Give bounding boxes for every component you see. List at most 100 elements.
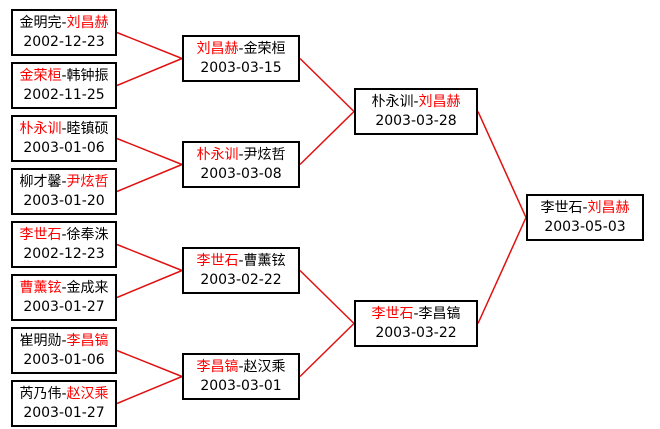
match-players: 朴永训-尹炫哲: [184, 146, 298, 165]
match-date: 2003-03-28: [375, 113, 457, 129]
match-players: 芮乃伟-赵汉乘: [13, 385, 115, 404]
connector-r3m1-final: [477, 111, 527, 218]
match-players: 李世石-曹薰铉: [184, 252, 298, 271]
match-players: 崔明勋-李昌镐: [13, 332, 115, 351]
vs-dash: -: [238, 253, 244, 269]
player-1-name: 李昌镐: [196, 359, 239, 375]
match-players: 金荣桓-韩钟振: [13, 67, 115, 86]
player-1-name: 曹薰铉: [19, 280, 62, 296]
player-1-name: 金荣桓: [19, 68, 62, 84]
player-2-name: 刘昌赫: [587, 200, 630, 216]
connector-r1m2-r2m1: [116, 57, 183, 87]
connector-r2m1-r3m1: [299, 57, 355, 113]
match-players: 曹薰铉-金成来: [13, 279, 115, 298]
connector-r1m1-r2m1: [116, 31, 183, 60]
match-players: 朴永训-刘昌赫: [356, 93, 476, 112]
match-date: 2003-01-20: [23, 193, 105, 209]
connector-r2m2-r3m1: [299, 110, 355, 166]
vs-dash: -: [61, 174, 67, 190]
connector-r1m5-r2m3: [116, 243, 183, 272]
match-date: 2002-12-23: [23, 246, 105, 262]
player-2-name: 尹炫哲: [243, 147, 286, 163]
connector-r3m2-final: [477, 217, 527, 324]
vs-dash: -: [413, 306, 419, 322]
vs-dash: -: [582, 200, 588, 216]
connector-r1m3-r2m2: [116, 137, 183, 166]
match-date: 2003-01-06: [23, 140, 105, 156]
vs-dash: -: [61, 68, 67, 84]
player-2-name: 韩钟振: [66, 68, 109, 84]
connector-r2m4-r3m2: [299, 322, 355, 378]
connector-r1m8-r2m4: [116, 375, 183, 405]
player-1-name: 崔明勋: [19, 333, 62, 349]
player-1-name: 金明完: [19, 15, 62, 31]
match-players: 李世石-李昌镐: [356, 305, 476, 324]
vs-dash: -: [238, 147, 244, 163]
player-1-name: 李世石: [540, 200, 583, 216]
player-1-name: 李世石: [196, 253, 239, 269]
vs-dash: -: [61, 333, 67, 349]
vs-dash: -: [61, 386, 67, 402]
player-2-name: 刘昌赫: [418, 94, 461, 110]
match-date: 2003-01-06: [23, 352, 105, 368]
match-date: 2003-02-22: [200, 272, 282, 288]
match-players: 金明完-刘昌赫: [13, 14, 115, 33]
player-2-name: 睦镇硕: [66, 121, 109, 137]
player-1-name: 芮乃伟: [19, 386, 62, 402]
player-2-name: 金成来: [66, 280, 109, 296]
vs-dash: -: [61, 15, 67, 31]
match-players: 李昌镐-赵汉乘: [184, 358, 298, 377]
player-1-name: 朴永训: [371, 94, 414, 110]
match-date: 2003-01-27: [23, 299, 105, 315]
player-1-name: 刘昌赫: [196, 41, 239, 57]
player-2-name: 李昌镐: [418, 306, 461, 322]
match-date: 2003-03-01: [200, 378, 282, 394]
player-2-name: 李昌镐: [66, 333, 109, 349]
match-date: 2003-01-27: [23, 405, 105, 421]
match-players: 刘昌赫-金荣桓: [184, 40, 298, 59]
vs-dash: -: [238, 41, 244, 57]
player-2-name: 赵汉乘: [243, 359, 286, 375]
match-players: 李世石-徐奉洙: [13, 226, 115, 245]
player-1-name: 朴永训: [19, 121, 62, 137]
match-date: 2003-03-08: [200, 166, 282, 182]
match-players: 朴永训-睦镇硕: [13, 120, 115, 139]
match-players: 柳才馨-尹炫哲: [13, 173, 115, 192]
connector-r1m7-r2m4: [116, 349, 183, 378]
vs-dash: -: [61, 280, 67, 296]
vs-dash: -: [413, 94, 419, 110]
player-2-name: 刘昌赫: [66, 15, 109, 31]
player-2-name: 尹炫哲: [66, 174, 109, 190]
player-2-name: 徐奉洙: [66, 227, 109, 243]
connector-r2m3-r3m2: [299, 269, 355, 325]
match-date: 2002-12-23: [23, 34, 105, 50]
match-date: 2003-03-22: [375, 325, 457, 341]
match-date: 2002-11-25: [23, 87, 105, 103]
player-1-name: 朴永训: [196, 147, 239, 163]
connector-r1m4-r2m2: [116, 163, 183, 193]
player-1-name: 李世石: [371, 306, 414, 322]
match-date: 2003-03-15: [200, 60, 282, 76]
connector-r1m6-r2m3: [116, 269, 183, 299]
match-players: 李世石-刘昌赫: [528, 199, 642, 218]
player-2-name: 曹薰铉: [243, 253, 286, 269]
vs-dash: -: [238, 359, 244, 375]
player-2-name: 赵汉乘: [66, 386, 109, 402]
